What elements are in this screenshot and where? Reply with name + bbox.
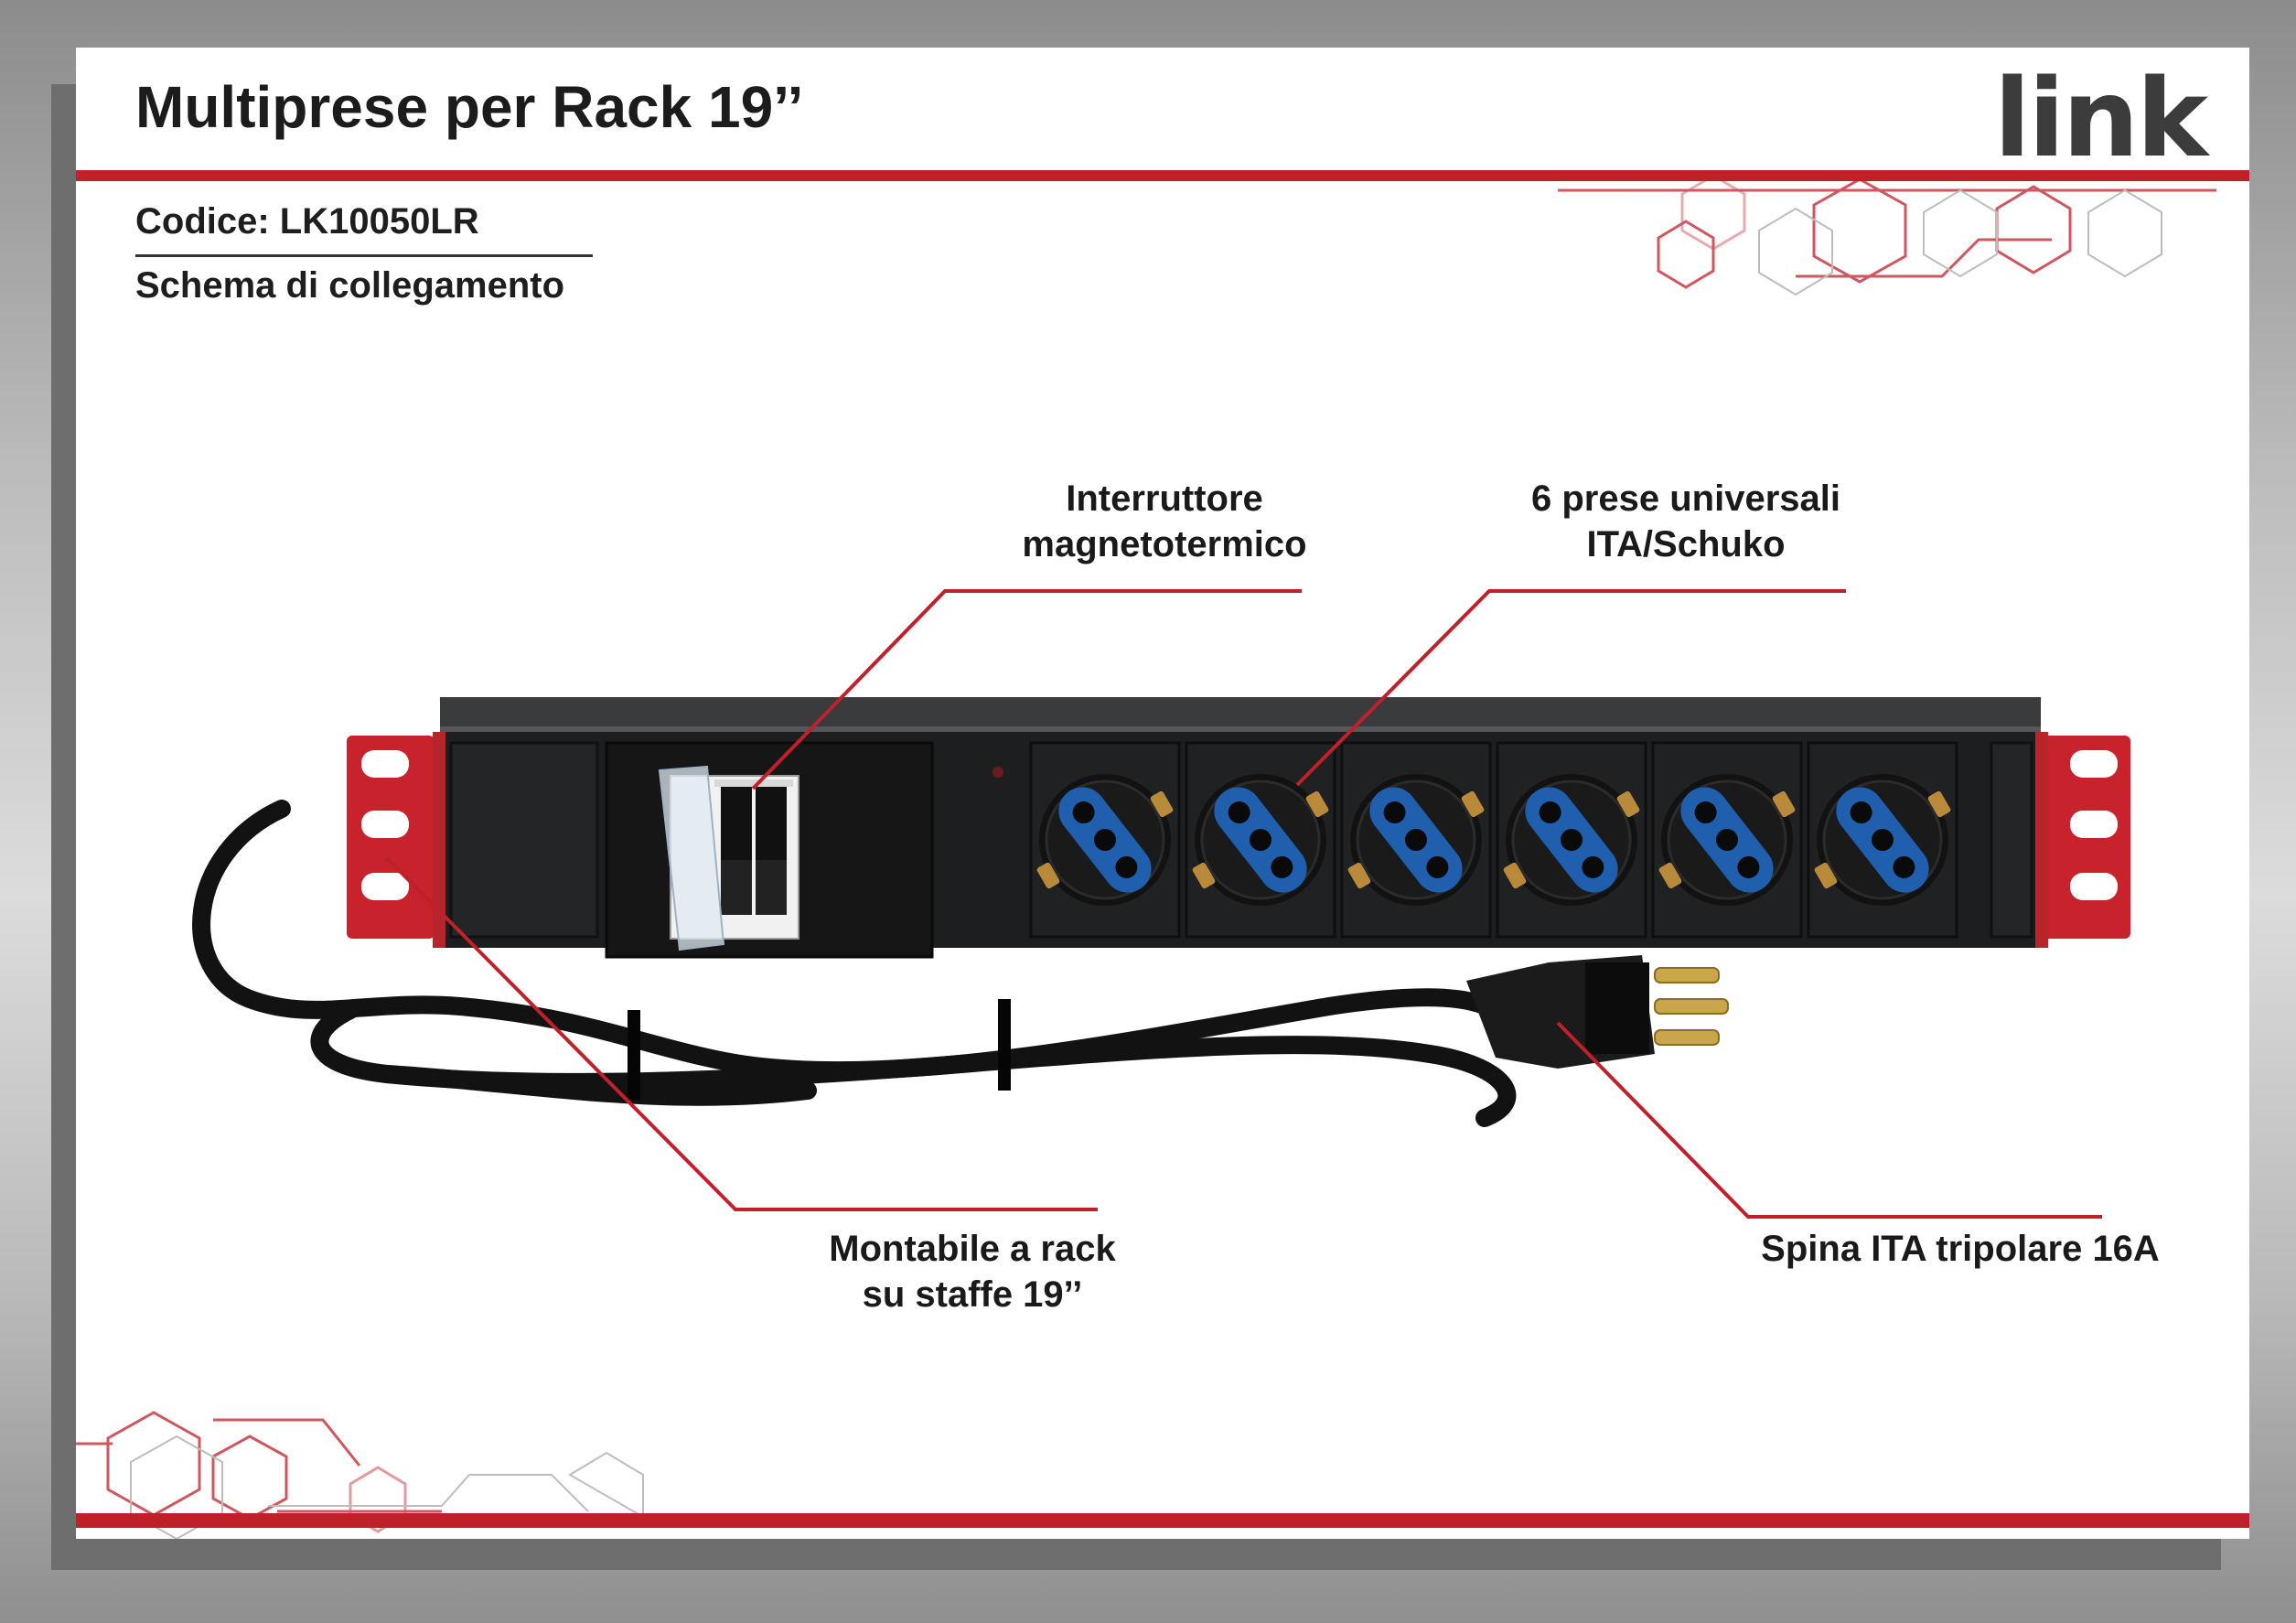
callout-plug: Spina ITA tripolare 16A [1668,1226,2249,1272]
hexagon-decoration-top-gray [1758,188,2162,296]
callout-leaders [385,589,2102,1219]
callout-breaker: Interruttore magnetotermico [927,476,1402,567]
schuko-socket-icon [1496,741,1647,939]
leader-breaker [751,589,1302,790]
circuit-breaker-icon [605,741,1003,959]
code-underline [135,254,593,257]
leader-sockets [1295,589,1846,787]
callout-sockets: 6 prese universali ITA/Schuko [1411,476,1960,567]
section-subtitle: Schema di collegamento [135,265,565,306]
leader-mount [385,856,1098,1211]
hexagon-decoration-top [1558,174,2216,289]
callout-plug-line-1: Spina ITA tripolare 16A [1761,1229,2160,1269]
page-title: Multiprese per Rack 19’’ [135,74,804,140]
leader-plug [1556,1021,2102,1219]
product-diagram [76,174,2216,1539]
footer-divider [76,1513,2249,1528]
schuko-socket-icon [1651,741,1803,939]
left-rack-bracket [347,736,435,939]
callout-sockets-line-2: ITA/Schuko [1586,524,1786,564]
callout-breaker-line-1: Interruttore [1066,478,1263,519]
power-cable [192,800,1521,1127]
callout-mount-line-2: su staffe 19’’ [862,1274,1083,1315]
callout-mount: Montabile a rack su staffe 19’’ [735,1226,1210,1317]
socket-row [1029,741,1958,939]
product-code: Codice: LK10050LR [135,201,479,242]
callout-sockets-line-1: 6 prese universali [1531,478,1840,519]
schuko-socket-icon [1029,741,1181,939]
brand-logo: link [1993,55,2208,181]
header-divider [76,170,2249,181]
schuko-socket-icon [1185,741,1336,939]
right-rack-bracket [2043,736,2130,939]
callout-breaker-line-2: magnetotermico [1022,524,1307,564]
schuko-socket-icon [1807,741,1958,939]
schuko-socket-icon [1340,741,1492,939]
cable-ties [628,999,1011,1100]
ita-plug-icon [1466,955,1729,1069]
document-card: Multiprese per Rack 19’’ link Codice: LK… [76,48,2249,1539]
callout-mount-line-1: Montabile a rack [829,1229,1116,1269]
